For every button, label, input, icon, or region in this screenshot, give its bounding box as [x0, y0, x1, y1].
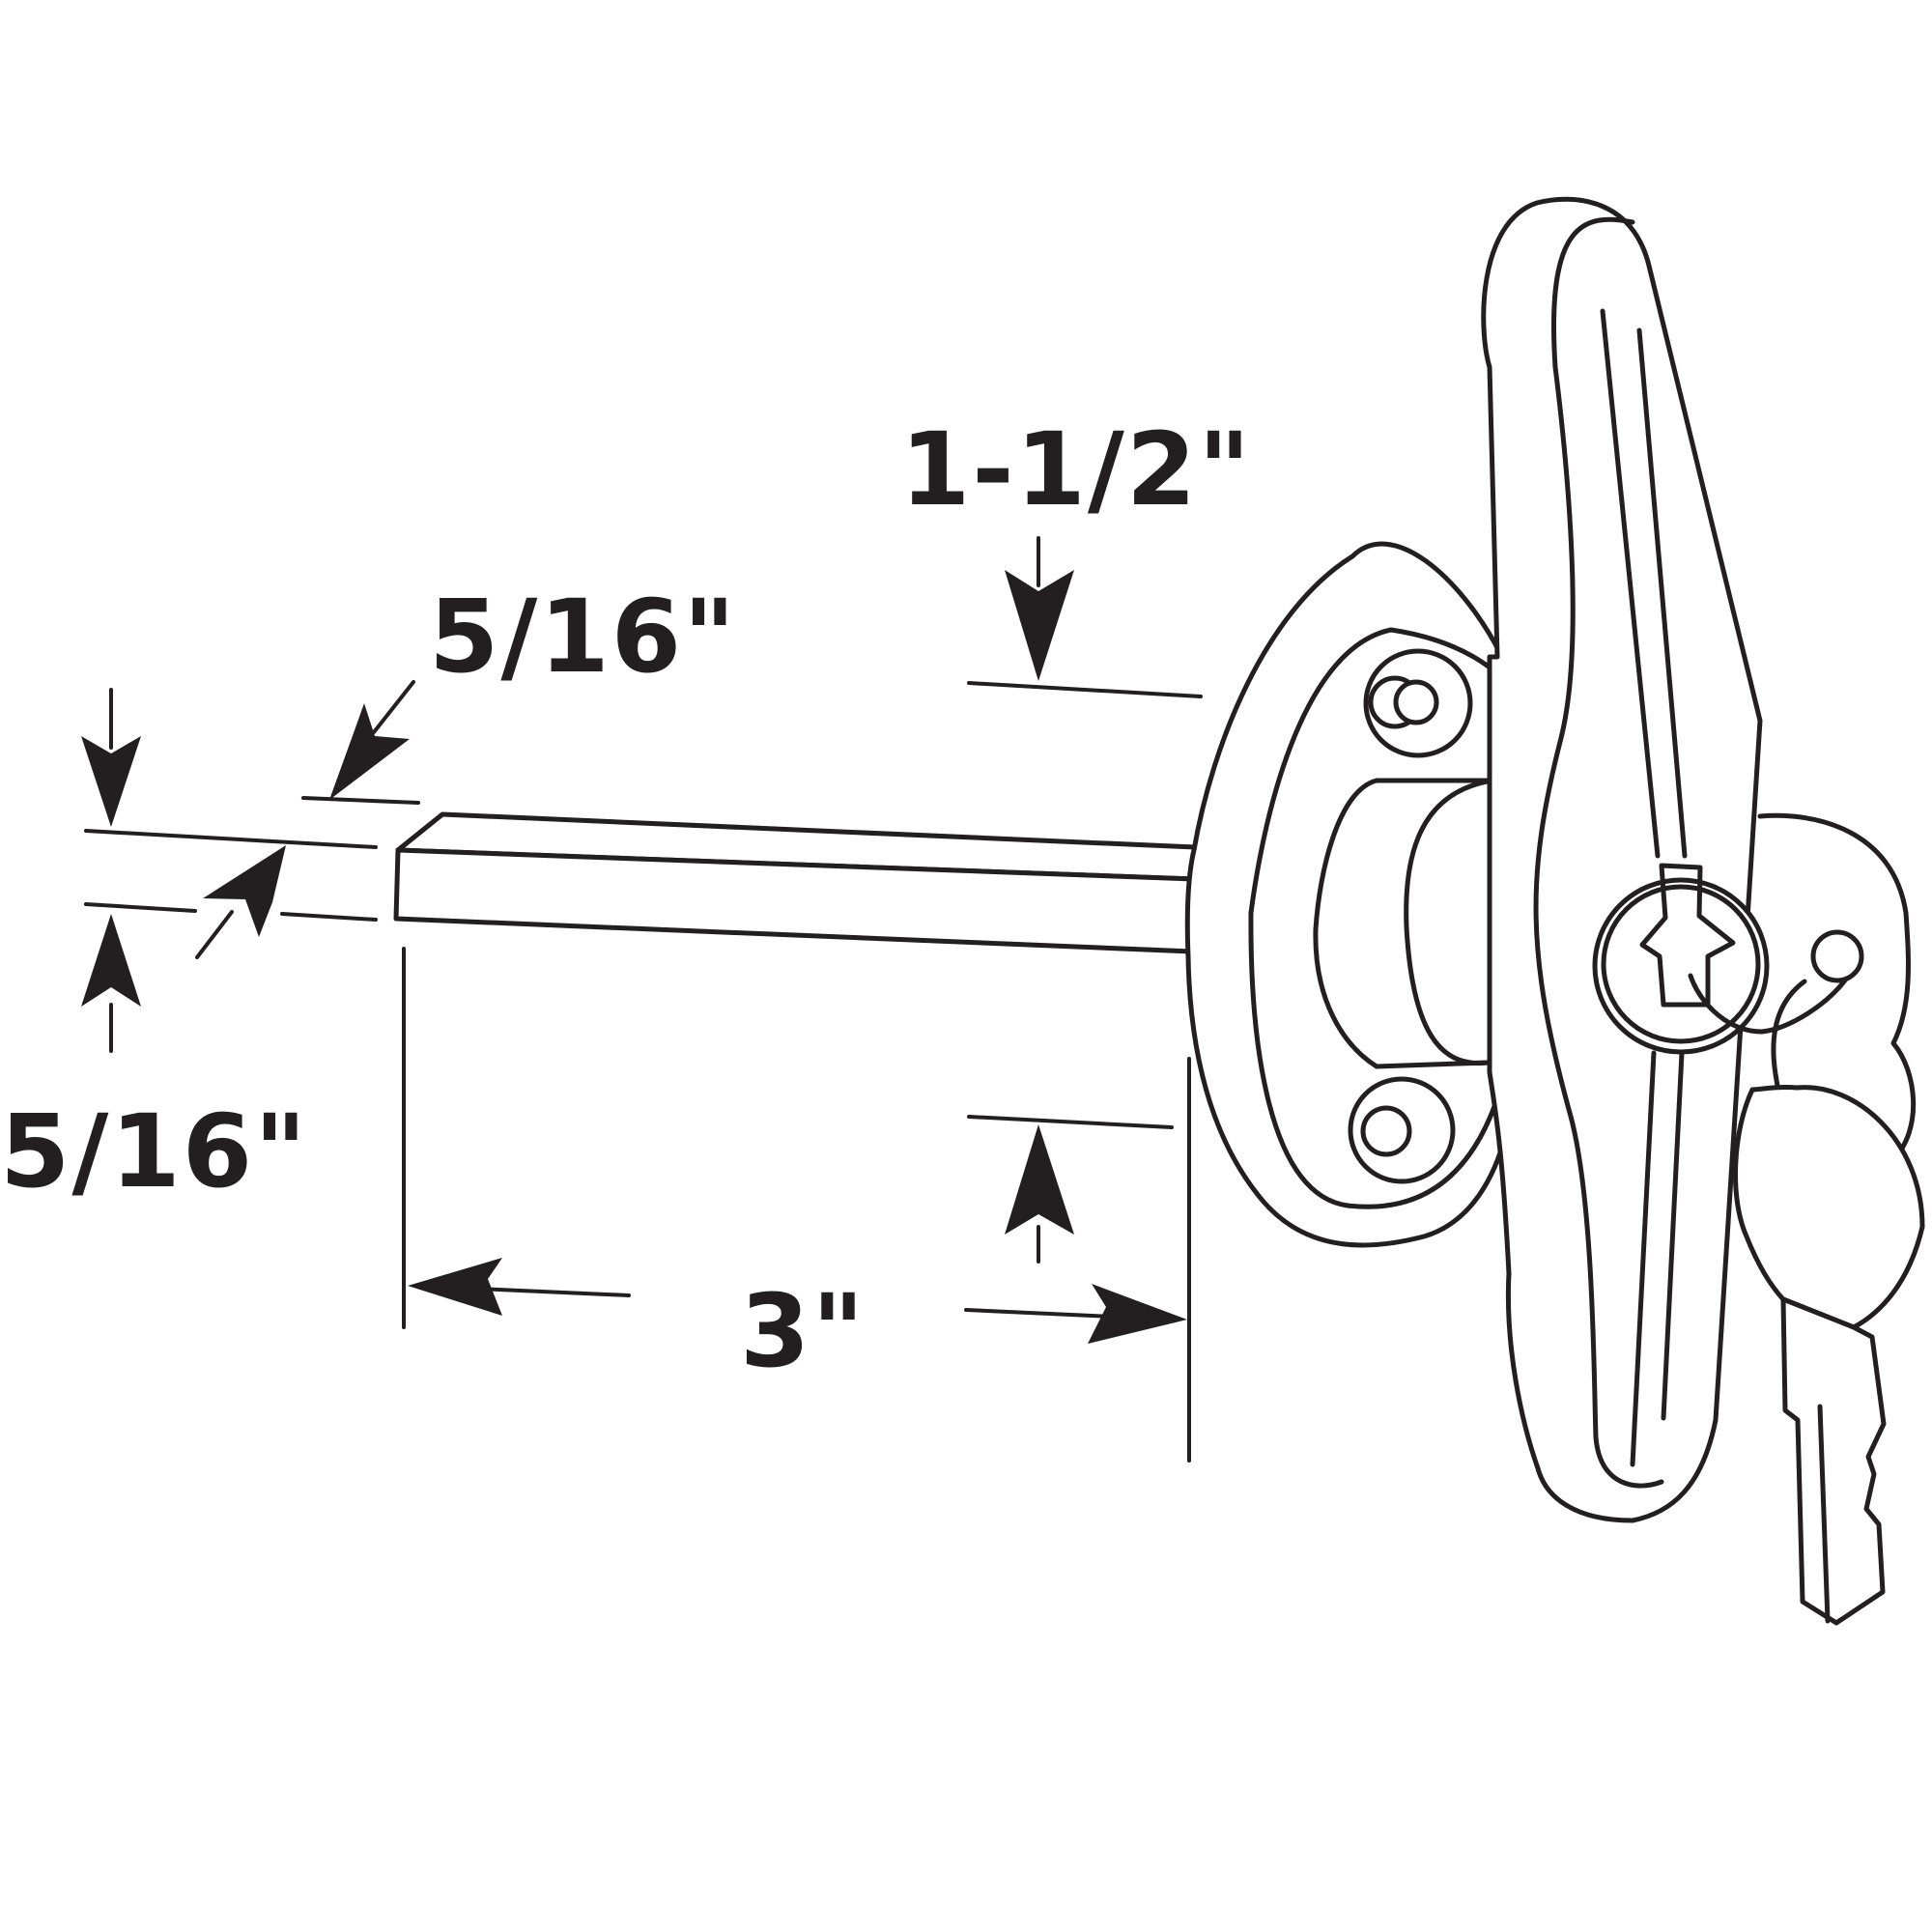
key-icon — [1733, 1084, 1925, 1626]
dimension-stem-width — [195, 680, 420, 959]
dim-label-stem-width: 5/16" — [429, 578, 737, 696]
screw-icon — [1348, 1076, 1456, 1184]
mounting-plate — [1184, 541, 1510, 1248]
t-handle — [1481, 196, 1763, 1523]
dim-label-stem-thickness: 5/16" — [0, 1093, 308, 1210]
dim-label-stem-length: 3" — [740, 1272, 867, 1390]
lock-stem — [393, 811, 1198, 954]
dim-label-mount-offset: 1-1/2" — [900, 411, 1252, 528]
screw-icon — [1363, 648, 1473, 758]
dimension-stem-thickness — [81, 688, 378, 1053]
dimension-mount-offset — [967, 536, 1203, 1264]
lock-cylinder — [1592, 863, 1770, 1055]
dimension-stem-length — [402, 947, 1191, 1463]
